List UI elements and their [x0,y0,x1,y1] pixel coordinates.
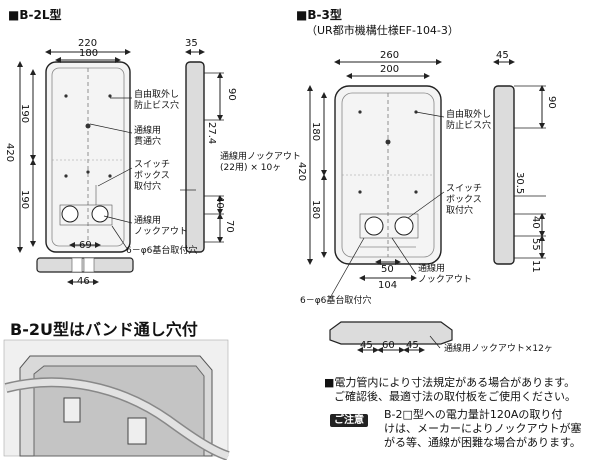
dim-width-200: 200 [380,64,400,75]
dim-height-180-upper: 180 [310,122,321,142]
dim-height-420: 420 [4,143,15,163]
dim-104: 104 [378,280,398,291]
b3-front-view [307,59,442,281]
dim-height-190-lower: 190 [19,190,30,210]
b2l-front-view [17,49,131,253]
b2l-bottom-view [36,257,134,285]
b3-knockout12-label: 通線用ノックアウト×12ヶ [444,344,553,354]
dim-height-180-lower: 180 [310,200,321,220]
dim-45-left: 45 [360,340,373,351]
b2l-leaders [89,97,196,251]
dim-30-5: 30.5 [514,172,525,195]
b3-title: ■B-3型 [296,8,342,22]
caution-text: B-2□型への電力量計120Aの取り付 けは、メーカーによりノックアウトが塞 が… [384,408,582,449]
notes-line1: ■電力管内により寸法規定がある場合があります。 [324,376,576,389]
dim-width-220: 220 [78,38,98,49]
dim-27-4: 27.4 [206,122,217,145]
b2l-switch-box-label: スイッチボックス取付穴 [134,160,171,192]
b2u-band-illustration [3,339,230,460]
dim-70: 70 [224,220,235,233]
dim-height-190-upper: 190 [19,104,30,124]
dim-69: 69 [79,240,92,251]
dim-height-420-b3: 420 [296,162,307,182]
b2l-screw-label: 自由取外し防止ビス穴 [134,90,180,111]
caution-badge: ご注意 [330,414,368,427]
b3-knockout-label: 通線用ノックアウト [418,264,472,285]
dim-width-180: 180 [79,48,99,59]
dim-11: 11 [530,260,541,273]
dim-90: 90 [226,88,237,101]
dim-45-right: 45 [406,340,419,351]
b2l-title: ■B-2L型 [8,8,62,22]
b3-switch-box-label: スイッチボックス取付穴 [446,184,483,216]
dim-width-260: 260 [380,50,400,61]
dim-depth-35: 35 [185,38,198,49]
dim-60: 60 [382,340,395,351]
dim-90-b3: 90 [546,96,557,109]
b2l-knockout22-label: 通線用ノックアウト(22用) × 10ヶ [220,152,301,173]
b2l-through-hole-label: 通線用貫通穴 [134,126,162,147]
dim-50: 50 [381,264,394,275]
dim-40-b3: 40 [530,216,541,229]
dim-46: 46 [77,276,90,287]
b2l-side-view [185,49,224,253]
b2l-knockout-label: 通線用ノックアウト [134,216,188,237]
b2l-base-hole-label: 6－φ6基台取付穴 [126,246,198,256]
notes-line2: ご確認後、最適寸法の取付板をご使用ください。 [334,390,576,403]
b3-side-view [493,59,546,265]
b3-leaders [329,111,445,349]
b3-subtitle: （UR都市機構仕様EF-104-3） [306,24,459,37]
b2u-heading: B-2U型はバンド通し穴付 [10,320,198,339]
b3-bottom-view [329,321,453,353]
dim-55: 55 [530,238,541,251]
b3-base-hole-label: 6－φ6基台取付穴 [300,296,372,306]
b3-screw-label: 自由取外し防止ビス穴 [446,110,492,131]
dim-depth-45: 45 [496,50,509,61]
dim-40: 40 [214,196,225,209]
caution-block: ご注意 [330,408,368,427]
